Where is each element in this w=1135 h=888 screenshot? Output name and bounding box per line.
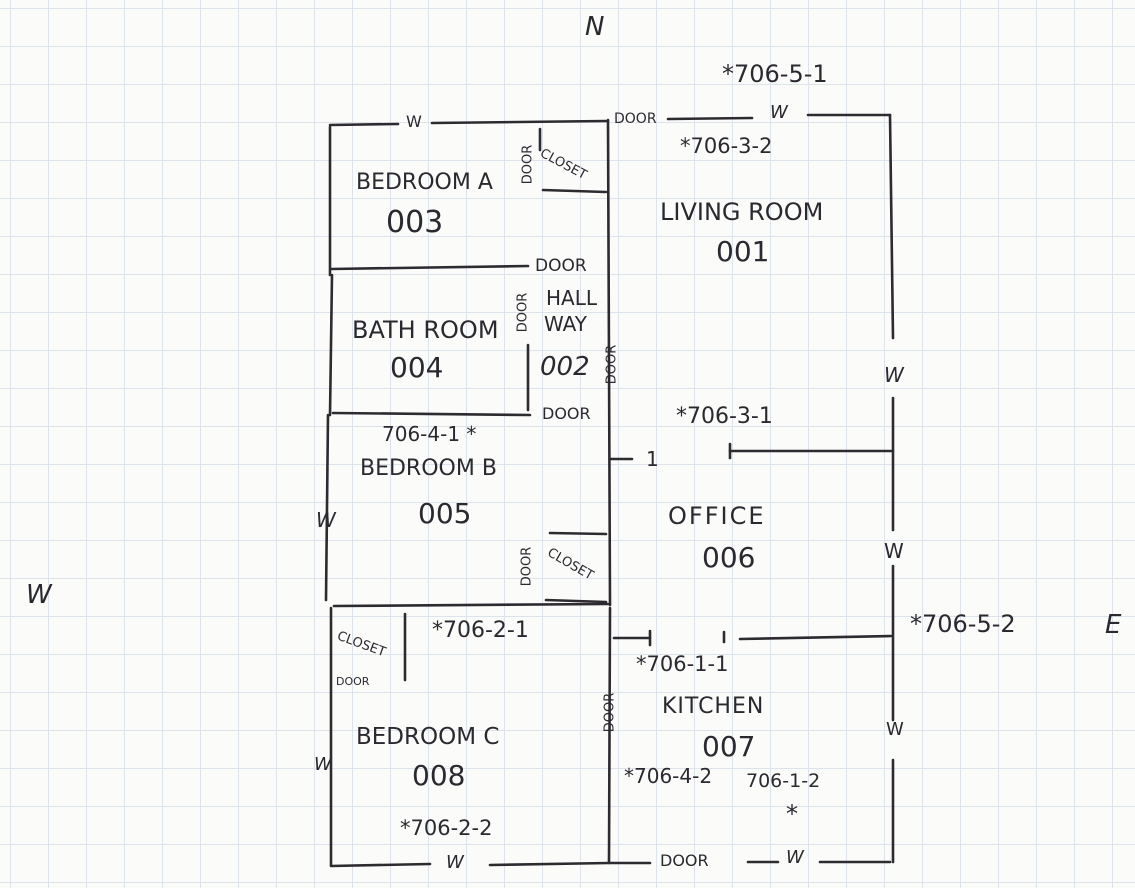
- wall-left-bath: [328, 273, 334, 417]
- point-706-2-2: *706-2-2: [400, 816, 493, 840]
- door-bathroom-side: DOOR: [515, 292, 531, 333]
- door-hall-right: DOOR: [604, 344, 620, 385]
- wall-spine-lower: [607, 606, 612, 864]
- wall-right-upper: [888, 113, 895, 340]
- door-bedroom-c-closet: DOOR: [336, 675, 370, 688]
- office-number: 006: [702, 541, 756, 574]
- bedroom-b-name: BEDROOM B: [360, 456, 497, 481]
- wall-bedroom-b-c: [332, 602, 610, 608]
- wall-bedroom-a-bath: [329, 264, 530, 271]
- living-room-number: 001: [716, 235, 770, 268]
- wall-mark-bottom-right: W: [786, 847, 804, 868]
- point-706-4-2: *706-4-2: [624, 764, 713, 788]
- point-706-3-1: *706-3-1: [676, 404, 773, 429]
- wall-kitchen-office-right: [738, 634, 893, 641]
- wall-left-bedroom-b: [324, 413, 330, 602]
- door-bathroom-top: DOOR: [535, 256, 587, 276]
- wall-mark-bottom-left: W: [446, 852, 464, 873]
- hallway-name-line1: HALL: [546, 286, 598, 310]
- wall-bath-bedroom-b: [331, 411, 532, 417]
- bedroom-c-name: BEDROOM C: [356, 724, 500, 750]
- wall-top-right-a: [666, 116, 754, 121]
- wall-mark-top-right: W: [770, 102, 788, 123]
- living-room-name: LIVING ROOM: [660, 198, 824, 226]
- compass-north: N: [585, 12, 605, 42]
- wall-top-left-a: [328, 122, 400, 127]
- point-706-3-2: *706-3-2: [680, 134, 773, 158]
- wall-mark-right-upper: W: [884, 363, 904, 387]
- wall-mark-right-middle: W: [884, 539, 904, 563]
- kitchen-number: 007: [702, 730, 756, 763]
- wall-top-left-b: [430, 119, 608, 125]
- point-706-1-2-star: *: [786, 800, 798, 828]
- wall-mark-top-left: W: [406, 112, 422, 131]
- compass-west: W: [26, 580, 52, 610]
- wall-closet-b-bottom: [544, 598, 608, 604]
- point-706-5-1: *706-5-1: [722, 60, 828, 88]
- point-706-5-2: *706-5-2: [910, 610, 1016, 638]
- door-kitchen-left: DOOR: [602, 692, 618, 733]
- office-name: OFFICE: [668, 502, 766, 530]
- door-bedroom-a: DOOR: [520, 144, 536, 185]
- point-706-4-1: 706-4-1 *: [382, 422, 477, 446]
- office-tick-mark: 1: [646, 447, 659, 471]
- door-hall-bottom: DOOR: [542, 404, 591, 423]
- bedroom-a-number: 003: [386, 205, 444, 240]
- wall-closet-b-top: [548, 531, 608, 536]
- bedroom-b-number: 005: [418, 497, 472, 530]
- point-706-1-2: 706-1-2: [746, 770, 821, 792]
- wall-mark-left-lower: W: [314, 754, 332, 775]
- kitchen-name: KITCHEN: [662, 694, 765, 719]
- door-living-top: DOOR: [614, 111, 657, 127]
- wall-bottom-left-b: [488, 861, 611, 867]
- bathroom-number: 004: [390, 351, 444, 384]
- hallway-number: 002: [540, 352, 590, 382]
- wall-bottom-left-a: [329, 862, 432, 868]
- door-kitchen-bottom: DOOR: [660, 851, 709, 870]
- wall-closet-a-bottom: [541, 188, 608, 194]
- wall-mark-right-lower: W: [886, 719, 904, 740]
- bedroom-c-number: 008: [412, 759, 466, 792]
- hallway-name-line2: WAY: [544, 312, 588, 336]
- bedroom-a-name: BEDROOM A: [356, 170, 493, 195]
- door-bedroom-b-closet: DOOR: [519, 546, 535, 587]
- point-706-1-1: *706-1-1: [636, 652, 729, 676]
- compass-east: E: [1105, 610, 1122, 640]
- wall-spine-upper: [606, 118, 612, 607]
- wall-mark-left: W: [316, 508, 336, 532]
- bathroom-name: BATH ROOM: [352, 316, 499, 344]
- point-706-2-1: *706-2-1: [432, 618, 529, 643]
